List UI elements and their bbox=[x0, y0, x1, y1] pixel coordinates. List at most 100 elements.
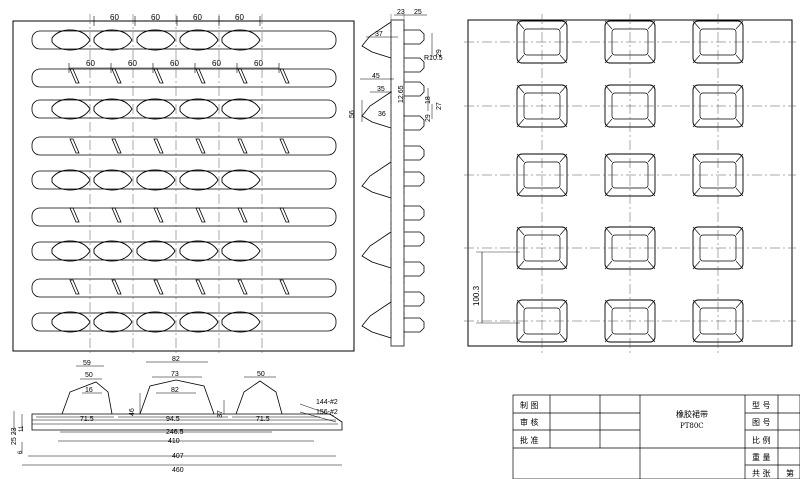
diagonal-rib bbox=[69, 207, 80, 223]
top-cup-corner bbox=[559, 187, 568, 197]
cup-outline bbox=[179, 169, 219, 191]
top-cup-corner bbox=[516, 260, 525, 270]
cup-outline bbox=[51, 98, 91, 120]
dim-sec-16: 16 bbox=[85, 387, 93, 394]
top-cup-corner bbox=[692, 333, 701, 343]
section-cup-right bbox=[235, 380, 283, 415]
top-cup-corner bbox=[647, 20, 656, 30]
tb-weight-label: 重 量 bbox=[752, 452, 771, 462]
tb-scale-label: 比 例 bbox=[752, 435, 771, 445]
dim-top-60-1: 60 bbox=[110, 13, 119, 22]
top-cup-corner bbox=[604, 187, 613, 197]
cup-outline bbox=[136, 240, 176, 262]
dim-sec-73: 73 bbox=[171, 371, 179, 378]
top-cup-corner bbox=[735, 54, 744, 64]
dim-sec-460: 460 bbox=[172, 467, 184, 474]
cup-outline bbox=[179, 240, 219, 262]
tb-approve-label: 批 准 bbox=[520, 435, 539, 445]
dim-sec-50b: 50 bbox=[257, 371, 265, 378]
top-cup-corner bbox=[647, 153, 656, 163]
cup-outline bbox=[179, 311, 219, 333]
dim-side-r105: R10.5 bbox=[424, 55, 443, 62]
tb-sheet-no-label: 第 bbox=[786, 468, 794, 478]
top-cup-corner bbox=[516, 54, 525, 64]
dim-sec-82: 82 bbox=[172, 356, 180, 363]
dim-sec-37: 37 bbox=[217, 410, 224, 418]
diagonal-rib bbox=[279, 207, 290, 223]
section-view bbox=[13, 361, 343, 466]
top-cup-corner bbox=[604, 260, 613, 270]
section-dimension-lines bbox=[13, 361, 342, 466]
long-slot bbox=[31, 99, 337, 119]
top-cup-corner bbox=[604, 20, 613, 30]
section-inner bbox=[32, 419, 338, 425]
front-view: 60 60 60 60 60 60 60 60 60 bbox=[12, 13, 355, 355]
cup-outline bbox=[136, 311, 176, 333]
dim-side-18: 18 bbox=[425, 96, 432, 104]
dim-side-25: 25 bbox=[414, 9, 422, 16]
top-cup-corner bbox=[735, 153, 744, 163]
top-center-lines bbox=[464, 14, 796, 354]
side-profile bbox=[361, 19, 425, 347]
dim-sec-715b: 71.5 bbox=[256, 416, 270, 423]
cup-outline bbox=[51, 311, 91, 333]
diagonal-rib bbox=[237, 279, 248, 295]
cup-outline bbox=[51, 169, 91, 191]
long-slot bbox=[31, 30, 337, 50]
tb-part-code: PT80C bbox=[680, 422, 704, 430]
top-cup-corner bbox=[735, 260, 744, 270]
dim-side-29b: 29 bbox=[425, 114, 432, 122]
top-cup-corner bbox=[735, 333, 744, 343]
diagonal-rib bbox=[195, 68, 206, 84]
top-cup-corner bbox=[604, 54, 613, 64]
cup-outline bbox=[179, 29, 219, 51]
top-cup-corner bbox=[647, 226, 656, 236]
dim-side-36: 36 bbox=[378, 111, 386, 118]
top-cup-corner bbox=[559, 260, 568, 270]
long-slots bbox=[31, 30, 337, 332]
long-slot bbox=[31, 170, 337, 190]
diagonal-rib bbox=[237, 68, 248, 84]
dim-sec-6: 6 bbox=[18, 450, 24, 454]
top-cup-corner bbox=[692, 84, 701, 94]
top-cup-corner bbox=[735, 299, 744, 309]
top-cup-corner bbox=[647, 299, 656, 309]
top-cup-corner bbox=[692, 118, 701, 128]
dim-row2-60-4: 60 bbox=[212, 59, 221, 68]
diagonal-rib bbox=[153, 68, 164, 84]
long-slot bbox=[31, 207, 337, 227]
top-cup-corner bbox=[516, 118, 525, 128]
tb-draw-label: 制 图 bbox=[520, 400, 539, 410]
cup-outline bbox=[221, 240, 261, 262]
title-block bbox=[512, 394, 800, 479]
long-slot bbox=[31, 68, 337, 88]
top-cup-corner bbox=[516, 84, 525, 94]
dim-sec-410: 410 bbox=[168, 438, 180, 445]
dim-sec-2523: 25 23 bbox=[11, 427, 18, 445]
long-slot bbox=[31, 312, 337, 332]
top-cup-corner bbox=[516, 226, 525, 236]
dim-pitch-1003: 100.3 bbox=[472, 285, 481, 306]
long-slot bbox=[31, 136, 337, 156]
dim-top-60-3: 60 bbox=[193, 13, 202, 22]
cup-outline bbox=[136, 98, 176, 120]
dim-top-60-4: 60 bbox=[235, 13, 244, 22]
top-cup-corner bbox=[604, 153, 613, 163]
cup-outline bbox=[93, 29, 133, 51]
diagonal-rib bbox=[69, 138, 80, 154]
diagonal-rib bbox=[153, 138, 164, 154]
top-cup-corner bbox=[604, 299, 613, 309]
dim-side-56: 56 bbox=[349, 110, 356, 118]
top-cup-corner bbox=[735, 20, 744, 30]
diagonal-rib bbox=[111, 207, 122, 223]
diagonal-rib bbox=[195, 138, 206, 154]
top-cup-corner bbox=[559, 299, 568, 309]
cup-outline bbox=[221, 169, 261, 191]
dim-sec-11: 11 bbox=[19, 425, 25, 432]
cup-outlines bbox=[51, 29, 261, 333]
tb-sheets-label: 共 张 bbox=[752, 469, 771, 478]
top-cup-corner bbox=[559, 226, 568, 236]
section-cup-left bbox=[61, 381, 113, 415]
cup-outline bbox=[51, 29, 91, 51]
